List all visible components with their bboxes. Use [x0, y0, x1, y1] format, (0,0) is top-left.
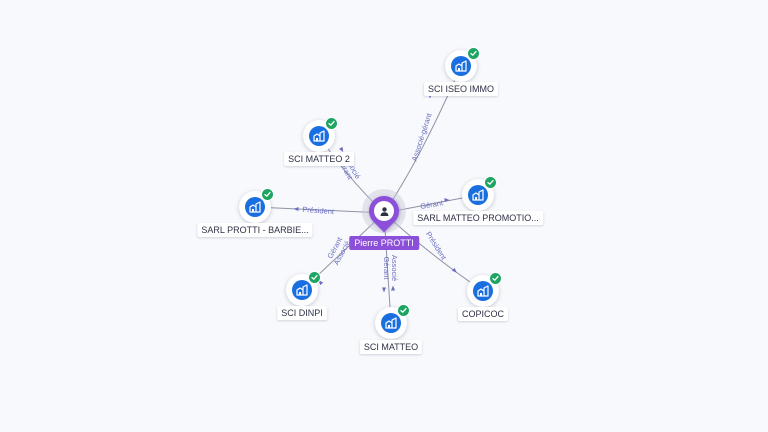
- person-pin[interactable]: [362, 189, 406, 233]
- verified-check-icon: [308, 271, 321, 284]
- arrow-icon: [293, 207, 299, 211]
- company-label[interactable]: COPICOC: [457, 307, 509, 321]
- edge-label-sci-iseo-immo: Associé-gérant: [410, 111, 434, 162]
- edge-label-sci-matteo: Gérant: [382, 257, 391, 281]
- company-building-icon: [381, 313, 401, 333]
- verified-check-icon: [325, 117, 338, 130]
- company-building-icon: [451, 56, 471, 76]
- company-circle[interactable]: [467, 272, 502, 307]
- edge-label-sci-matteo: Associé: [390, 255, 399, 281]
- company-label[interactable]: SCI ISEO IMMO: [423, 82, 499, 96]
- company-building-icon: [473, 281, 493, 301]
- verified-check-icon: [261, 188, 274, 201]
- company-circle[interactable]: [303, 117, 338, 152]
- verified-check-icon: [484, 176, 497, 189]
- arrow-icon: [451, 267, 457, 273]
- company-building-icon: [468, 185, 488, 205]
- person-label[interactable]: Pierre PROTTI: [349, 236, 419, 250]
- company-circle[interactable]: [462, 176, 497, 211]
- company-building-icon: [292, 280, 312, 300]
- verified-check-icon: [489, 272, 502, 285]
- company-circle[interactable]: [239, 188, 274, 223]
- company-building-icon: [309, 126, 329, 146]
- arrow-icon: [339, 146, 344, 153]
- arrow-icon: [382, 287, 386, 293]
- edge-label-sarl-matteo-promotion: Gérant: [419, 198, 444, 211]
- company-label[interactable]: SCI DINPI: [277, 306, 327, 320]
- company-label[interactable]: SCI MATTEO 2: [284, 152, 354, 166]
- company-circle[interactable]: [286, 271, 321, 306]
- company-circle[interactable]: [375, 304, 410, 339]
- company-label[interactable]: SARL MATTEO PROMOTIO...: [413, 211, 543, 225]
- verified-check-icon: [397, 304, 410, 317]
- company-label[interactable]: SCI MATTEO: [359, 340, 423, 354]
- company-building-icon: [245, 197, 265, 217]
- arrow-icon: [444, 198, 450, 202]
- arrow-icon: [391, 285, 395, 291]
- person-icon: [374, 201, 394, 221]
- edge-label-sarl-protti-barbier: Président: [302, 205, 335, 216]
- company-label[interactable]: SARL PROTTI - BARBIE...: [197, 223, 313, 237]
- company-circle[interactable]: [445, 47, 480, 82]
- verified-check-icon: [467, 47, 480, 60]
